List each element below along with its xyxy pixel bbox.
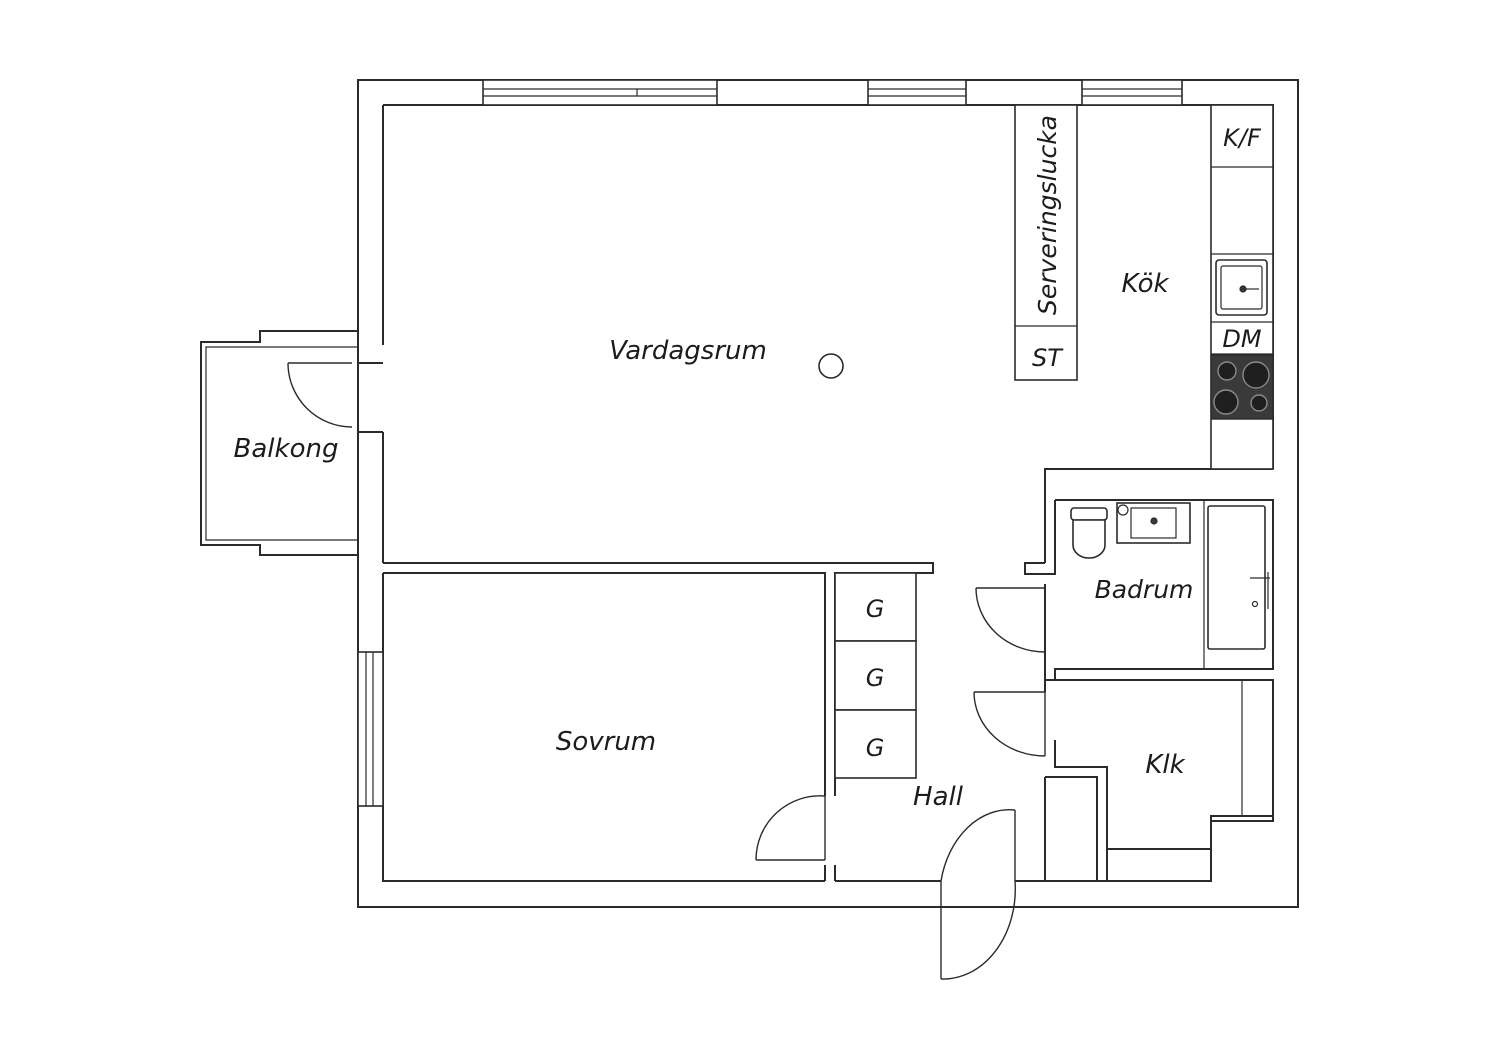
stove (1210, 354, 1274, 420)
label-wardrobe-3: G (866, 734, 885, 762)
closet-walls (1044, 679, 1274, 881)
serving-hatch (1014, 104, 1078, 381)
label-wardrobe-1: G (866, 595, 885, 623)
bathroom-sink (1116, 502, 1191, 544)
bedroom-door (755, 795, 826, 861)
window-top-left (482, 79, 718, 106)
label-hall: Hall (913, 782, 964, 812)
label-dm: DM (1222, 325, 1261, 353)
window-top-middle (867, 79, 967, 106)
window-top-right (1081, 79, 1183, 106)
label-balkong: Balkong (234, 434, 339, 464)
closet-door (973, 691, 1046, 757)
balcony-door (287, 362, 353, 428)
label-wardrobe-2: G (866, 664, 885, 692)
window-bedroom (357, 651, 384, 807)
label-serveringslucka: Serveringslucka (1033, 115, 1062, 315)
balcony (200, 330, 383, 556)
bathroom-door (975, 587, 1046, 653)
label-klk: Klk (1145, 750, 1185, 780)
kitchen-sink (1215, 259, 1268, 316)
label-badrum: Badrum (1095, 575, 1194, 604)
label-kok: Kök (1121, 269, 1169, 299)
label-vardagsrum: Vardagsrum (609, 336, 767, 366)
entrance-door (940, 809, 1016, 980)
outer-walls (357, 79, 1299, 908)
ceiling-lamp-marker (818, 353, 844, 379)
toilet (1070, 507, 1108, 559)
label-sovrum: Sovrum (556, 727, 656, 757)
bathtub (1207, 505, 1270, 650)
label-kf: K/F (1223, 124, 1262, 152)
wardrobes (834, 572, 917, 779)
label-st: ST (1032, 344, 1064, 372)
